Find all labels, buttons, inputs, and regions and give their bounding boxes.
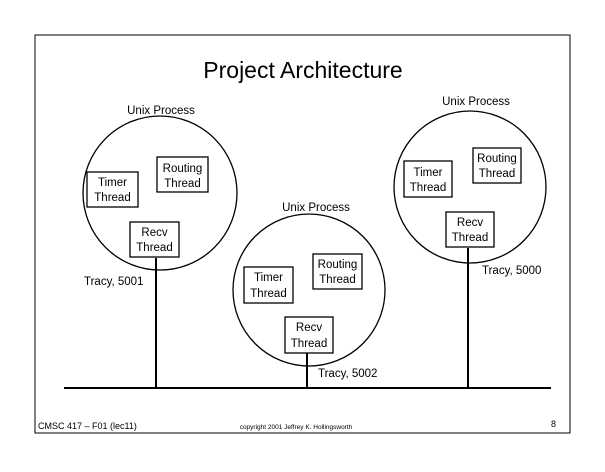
process-label: Unix Process [127, 105, 195, 117]
svg-text:Timer: Timer [254, 272, 283, 284]
unix-process-3: Unix Process Timer Thread Routing Thread… [393, 96, 547, 388]
host-label: Tracy, 5001 [84, 276, 143, 288]
process-circle [393, 110, 547, 264]
svg-text:Timer: Timer [414, 167, 443, 179]
svg-text:Thread: Thread [94, 192, 130, 204]
svg-text:Thread: Thread [452, 232, 488, 244]
host-label: Tracy, 5000 [482, 265, 541, 277]
svg-text:Routing: Routing [318, 259, 358, 271]
process-label: Unix Process [282, 202, 350, 214]
timer-thread-box: Timer Thread [86, 171, 139, 208]
slide-title: Project Architecture [203, 57, 402, 83]
copyright-footer: copyright 2001 Jeffrey K. Hollingsworth [240, 424, 353, 431]
svg-text:Routing: Routing [163, 163, 203, 175]
svg-text:Thread: Thread [410, 182, 446, 194]
routing-thread-box: Routing Thread [312, 253, 363, 290]
process-circle [232, 213, 386, 367]
svg-text:Thread: Thread [319, 274, 355, 286]
routing-thread-box: Routing Thread [472, 147, 522, 184]
recv-thread-box: Recv Thread [284, 316, 334, 354]
slide-frame [34, 34, 571, 434]
unix-process-1: Unix Process Timer Thread Routing Thread… [82, 105, 238, 388]
process-label: Unix Process [442, 96, 510, 108]
recv-thread-box: Recv Thread [129, 221, 180, 258]
svg-text:Thread: Thread [291, 338, 327, 350]
svg-text:Recv: Recv [141, 227, 167, 239]
course-footer: CMSC 417 – F01 (lec11) [38, 421, 137, 431]
host-label: Tracy, 5002 [318, 368, 377, 380]
svg-text:Thread: Thread [479, 168, 515, 180]
svg-text:Recv: Recv [296, 322, 322, 334]
svg-text:Thread: Thread [136, 242, 172, 254]
timer-thread-box: Timer Thread [403, 160, 453, 198]
page-number: 8 [551, 419, 556, 429]
routing-thread-box: Routing Thread [156, 156, 209, 193]
svg-text:Thread: Thread [250, 288, 286, 300]
svg-text:Thread: Thread [164, 178, 200, 190]
svg-text:Routing: Routing [477, 153, 517, 165]
unix-process-2: Unix Process Timer Thread Routing Thread… [232, 202, 386, 388]
process-circle [82, 115, 238, 271]
svg-text:Timer: Timer [98, 177, 127, 189]
svg-text:Recv: Recv [457, 217, 483, 229]
recv-thread-box: Recv Thread [445, 211, 495, 248]
timer-thread-box: Timer Thread [243, 266, 294, 304]
